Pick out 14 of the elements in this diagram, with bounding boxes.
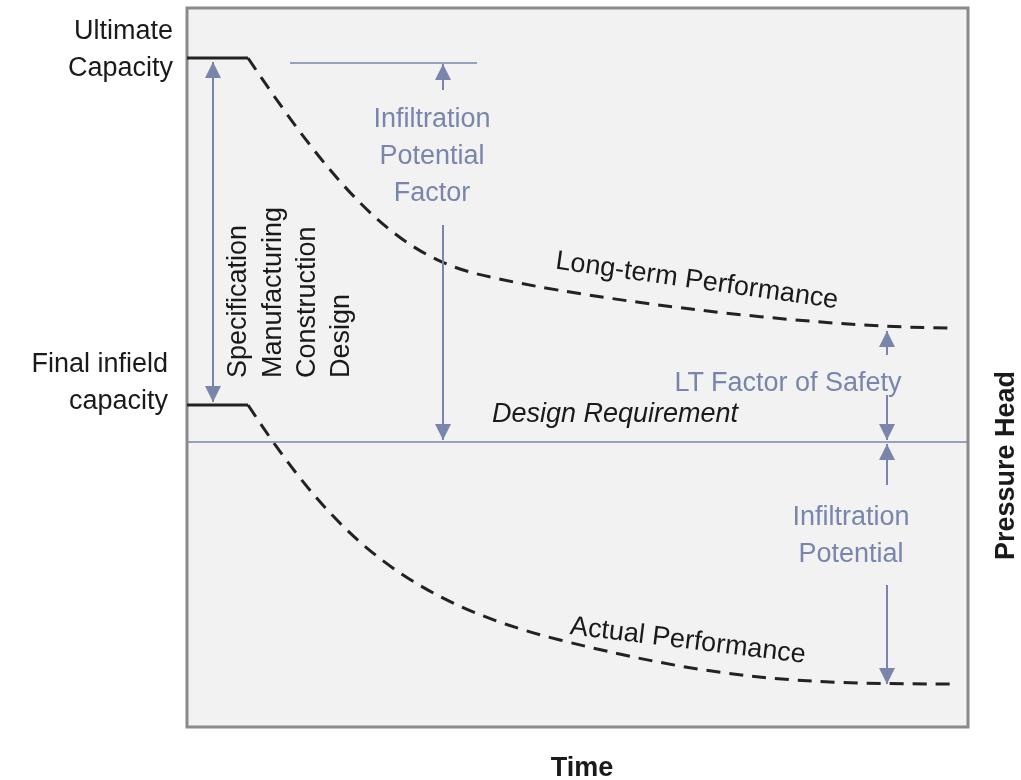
curve-label: Actual Performance <box>568 609 808 671</box>
dimension-label: Infiltration Potential <box>791 500 911 570</box>
dimension-label: LT Factor of Safety <box>674 365 902 399</box>
line-label: Design Requirement <box>491 396 739 430</box>
factor-label: Manufacturing <box>257 206 287 378</box>
curve-label: Long-term Performance <box>553 243 841 317</box>
dimension-label: Infiltration Potential Factor <box>372 102 492 209</box>
factor-label: Specification <box>222 224 252 378</box>
axis-title: Time <box>550 750 614 780</box>
axis-title: Pressure Head <box>990 370 1020 560</box>
factor-label: Design <box>325 293 355 378</box>
level-label: Ultimate Capacity <box>66 14 173 84</box>
level-label: Final infield capacity <box>30 347 168 417</box>
factor-label: Construction <box>291 226 321 378</box>
